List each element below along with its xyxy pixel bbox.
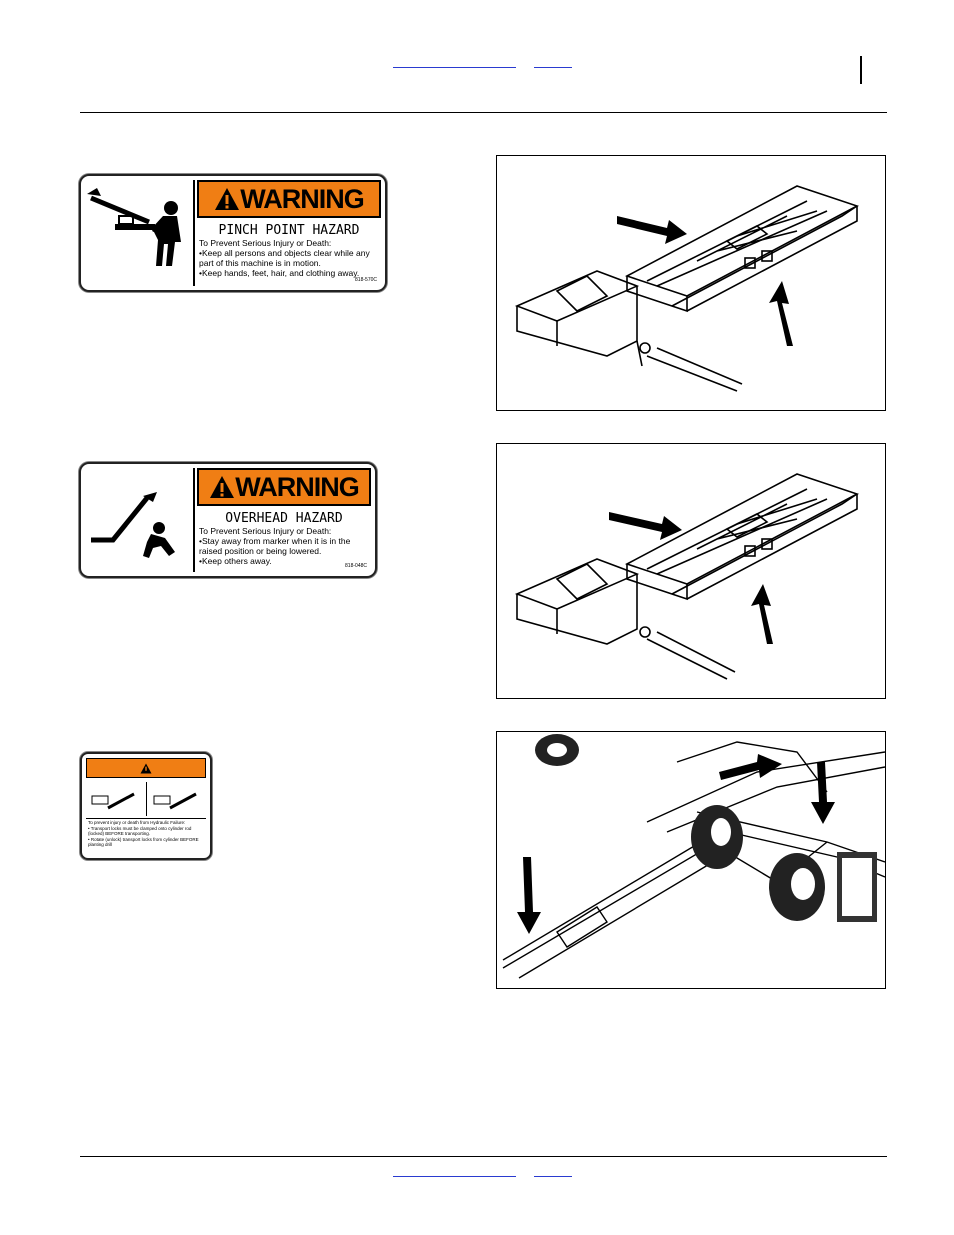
cylinder-unlocked-icon: [153, 792, 197, 810]
warning-banner: WARNING: [197, 468, 371, 506]
header-link-b[interactable]: [534, 55, 572, 68]
warning-banner: WARNING: [197, 180, 381, 218]
hydraulic-text-1: To prevent injury or death from Hydrauli…: [88, 820, 186, 825]
pinch-point-warning-decal: WARNING PINCH POINT HAZARD To Prevent Se…: [79, 174, 387, 292]
pictogram-divider: [146, 782, 147, 816]
figure-1-frame: [496, 155, 886, 411]
hydraulic-text-3: • Rotate (unlock) transport locks from c…: [88, 836, 199, 848]
hazard-title: PINCH POINT HAZARD: [218, 223, 360, 238]
frame-assembly-illustration-1: [514, 185, 860, 392]
alert-triangle-icon: [210, 476, 235, 498]
warning-banner-text: WARNING: [235, 471, 359, 502]
bullet-2: •Keep hands, feet, hair, and clothing aw…: [199, 268, 360, 278]
figure-3-frame: [496, 731, 886, 989]
hydraulic-text-2: • Transport locks must be clamped onto c…: [88, 825, 192, 837]
cylinder-locked-icon: [91, 792, 135, 810]
overhead-hazard-pictogram: [85, 468, 195, 572]
header-link-a[interactable]: [393, 55, 516, 68]
footer-rule: [80, 1156, 887, 1157]
bullet-2: •Keep others away.: [199, 556, 272, 566]
hydraulic-failure-warning-decal: To prevent injury or death from Hydrauli…: [80, 752, 212, 860]
decal-code: 818-048C: [345, 563, 367, 569]
pinch-point-pictogram: [85, 180, 195, 286]
prevent-text: To Prevent Serious Injury or Death:: [199, 238, 332, 248]
footer-link-a[interactable]: [393, 1164, 516, 1177]
planter-hitch-illustration: [502, 734, 885, 979]
hydraulic-decal-pictograms: [86, 778, 206, 819]
overhead-hazard-message: WARNING OVERHEAD HAZARD To Prevent Serio…: [197, 468, 371, 572]
hazard-title: OVERHEAD HAZARD: [225, 511, 343, 526]
hydraulic-decal-text: To prevent injury or death from Hydrauli…: [88, 820, 206, 848]
overhead-hazard-icon: [91, 492, 175, 558]
footer-link-b[interactable]: [534, 1164, 572, 1177]
prevent-text: To Prevent Serious Injury or Death:: [199, 526, 332, 536]
bullet-1: •Keep all persons and objects clear whil…: [199, 248, 370, 268]
frame-assembly-illustration-2: [514, 473, 860, 680]
overhead-hazard-warning-decal: WARNING OVERHEAD HAZARD To Prevent Serio…: [79, 462, 377, 578]
pinch-point-icon: [87, 188, 181, 266]
hydraulic-decal-banner: [86, 758, 206, 778]
bullet-1: •Stay away from marker when it is in the…: [199, 536, 351, 556]
figure-2-frame: [496, 443, 886, 699]
header-rule: [80, 112, 887, 113]
header-page-marker: [860, 56, 862, 84]
warning-banner-text: WARNING: [240, 183, 364, 214]
alert-triangle-icon: [140, 762, 152, 774]
pinch-point-message: WARNING PINCH POINT HAZARD To Prevent Se…: [197, 180, 381, 286]
decal-code: 818-570C: [355, 277, 377, 283]
alert-triangle-icon: [215, 188, 240, 210]
